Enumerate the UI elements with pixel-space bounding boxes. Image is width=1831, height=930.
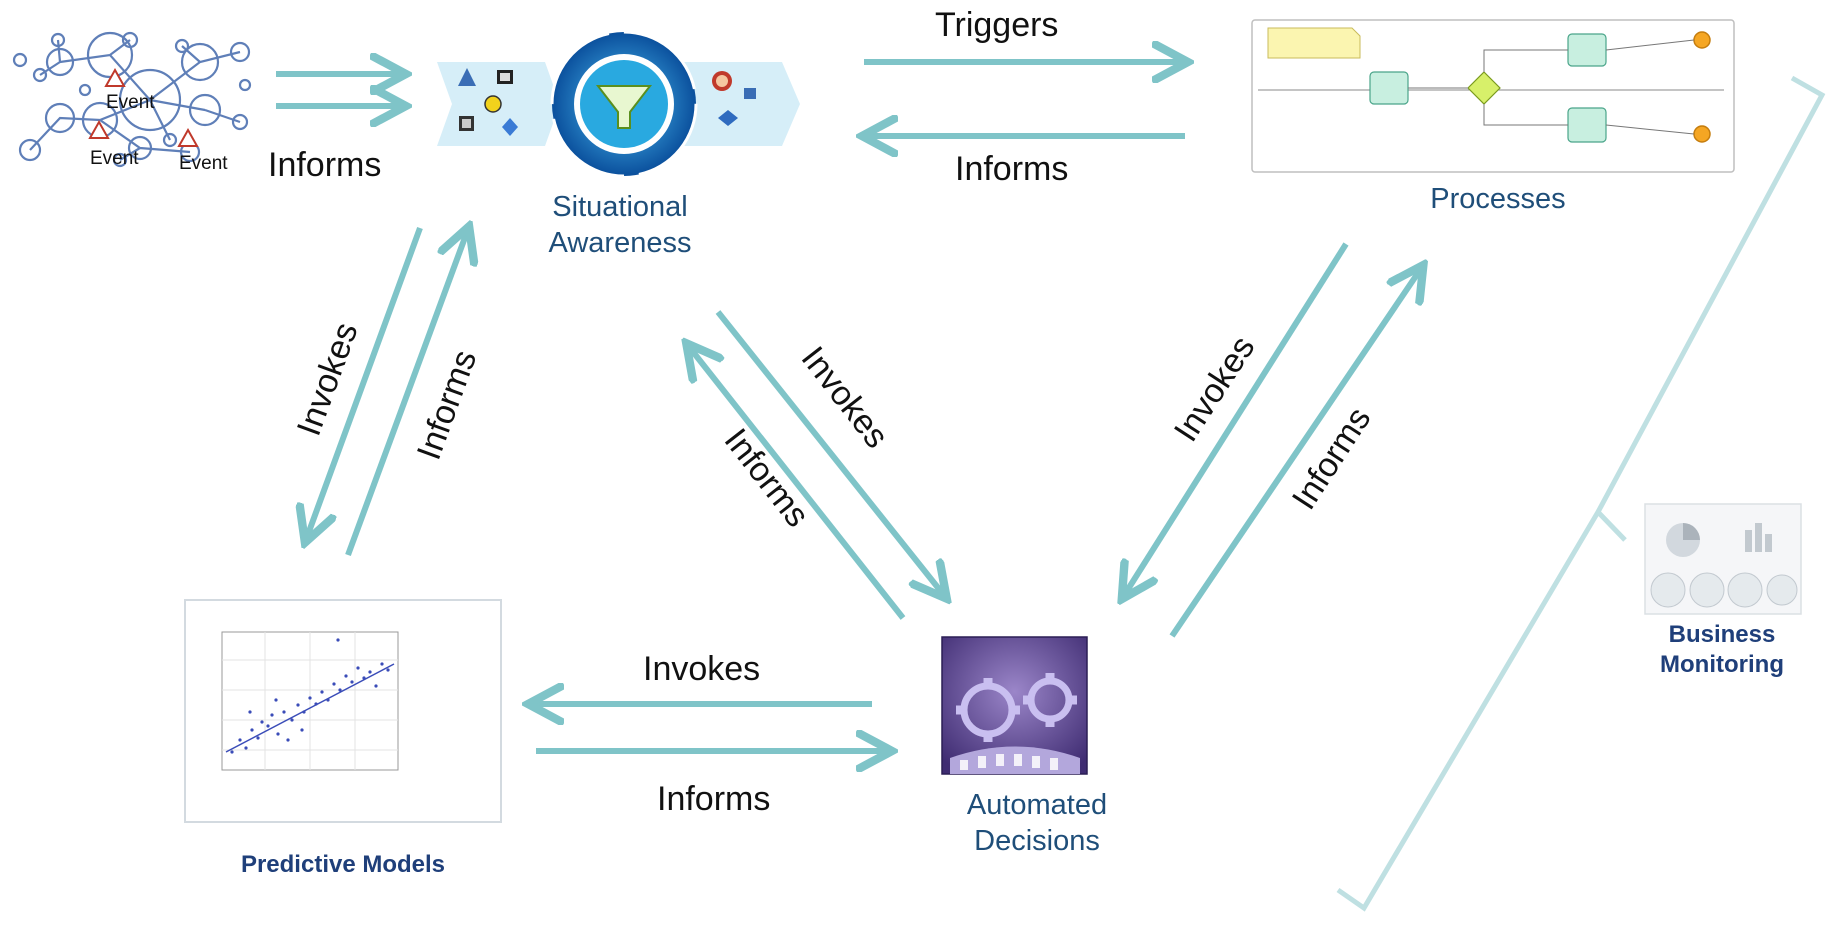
- arrow-processes-to-ad: [1125, 242, 1349, 594]
- arrow-pm-to-sa: [345, 232, 467, 557]
- arrow-sa-to-pm: [307, 226, 423, 537]
- arrow-label-ad-invokes-proc: Invokes: [1167, 329, 1263, 448]
- arrow-label-ad-invokes-sa: Invokes: [794, 340, 896, 456]
- arrow-label-ad-informs-sa: Informs: [717, 422, 817, 535]
- node-label-automated: Automated: [967, 789, 1107, 821]
- arrow-sa-to-ad: [715, 310, 943, 594]
- process-flow-icon: [1251, 19, 1735, 173]
- node-label-situational: Situational: [552, 191, 687, 223]
- arrow-label-bottom-invokes: Invokes: [643, 650, 760, 688]
- event-label: Event: [106, 92, 155, 113]
- node-label-decisions: Decisions: [974, 825, 1100, 857]
- situational-awareness-node[interactable]: Situational Awareness: [437, 30, 800, 259]
- arrow-label-pm-invokes: Invokes: [290, 318, 366, 441]
- scatter-points: [230, 638, 390, 754]
- automated-decisions-node[interactable]: Automated Decisions: [941, 636, 1107, 857]
- predictive-models-node[interactable]: Predictive Models: [184, 599, 502, 878]
- arrow-ad-to-processes: [1169, 270, 1420, 638]
- arrow-ad-to-sa: [690, 348, 906, 620]
- event-label: Event: [179, 153, 228, 174]
- monitoring-bracket: [1336, 75, 1826, 912]
- node-label-awareness: Awareness: [549, 227, 692, 259]
- scatter-plot-icon: [184, 599, 502, 823]
- small-app-icons: [458, 68, 756, 136]
- event-label: Event: [90, 148, 139, 169]
- business-monitoring-node[interactable]: [1644, 503, 1802, 615]
- arrow-label-events-informs: Informs: [268, 146, 381, 184]
- arrow-label-processes-informs: Informs: [955, 150, 1068, 188]
- arrow-label-ad-informs-proc: Informs: [1285, 401, 1379, 517]
- node-label-processes: Processes: [1430, 183, 1565, 215]
- node-label-monitoring: Monitoring: [1660, 651, 1784, 678]
- warning-triangle-icon: [88, 67, 199, 147]
- arrow-label-triggers: Triggers: [935, 6, 1058, 44]
- node-label-business: Business: [1669, 621, 1776, 648]
- node-label-predictive: Predictive Models: [241, 851, 445, 878]
- arrow-label-bottom-informs: Informs: [657, 780, 770, 818]
- processes-node[interactable]: Processes: [1251, 19, 1735, 215]
